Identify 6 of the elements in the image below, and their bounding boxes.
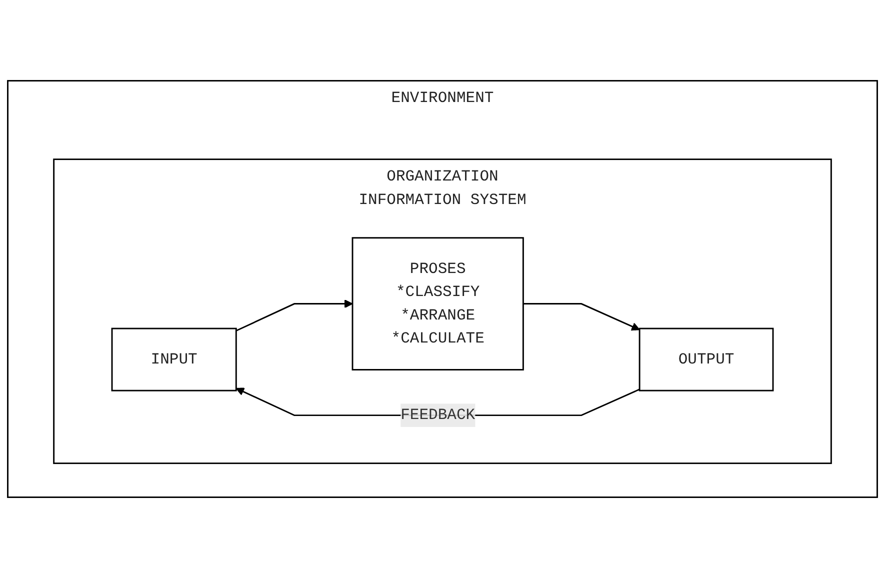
edge-label: FEEDBACK [400, 406, 476, 424]
node-box: INPUT [111, 328, 237, 392]
arrow [523, 303, 640, 331]
node-box: OUTPUT [638, 328, 774, 392]
node-box: PROSES *CLASSIFY *ARRANGE *CALCULATE [352, 237, 524, 370]
arrow [236, 300, 353, 332]
